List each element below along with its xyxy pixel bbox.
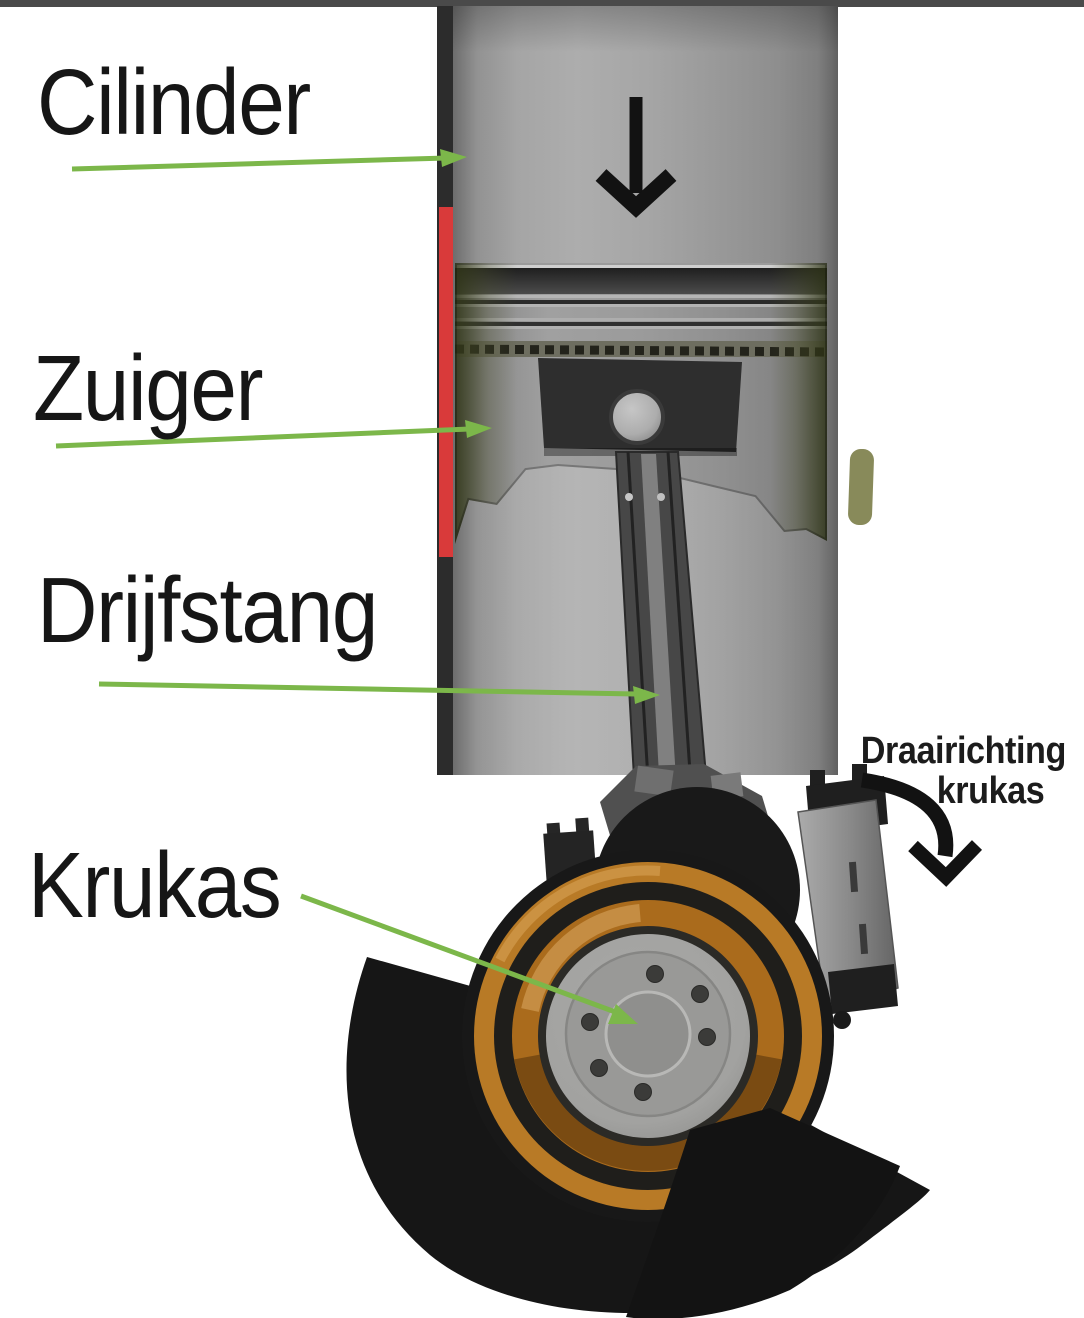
cylinder-top-shade xyxy=(437,6,838,52)
leader-head xyxy=(633,686,660,704)
crankshaft-label: Krukas xyxy=(28,833,282,937)
piston-top-highlight xyxy=(455,263,827,269)
crank-hub xyxy=(604,990,692,1078)
top-border-bar xyxy=(0,0,1084,7)
bolt-hole xyxy=(691,985,709,1003)
bearing-cap-bracket xyxy=(797,764,899,1029)
ring-land-highlight xyxy=(455,326,827,329)
bracket-slot xyxy=(858,923,869,955)
bolt-hole xyxy=(590,1059,608,1077)
rotation-caption-line2: krukas xyxy=(936,770,1045,812)
ring-land-highlight xyxy=(455,295,827,298)
lug-bolt xyxy=(575,817,590,833)
rod-cap-tab xyxy=(634,765,674,797)
leader-line xyxy=(300,893,619,1016)
wrist-pin xyxy=(609,389,665,445)
rotation-arrow-head xyxy=(908,840,983,887)
crank-counterweight-right xyxy=(626,1108,900,1318)
leader-head xyxy=(440,149,467,167)
bracket-knob xyxy=(833,1011,851,1029)
crankshaft-flywheel xyxy=(462,850,834,1222)
rod-bolt-glint xyxy=(625,493,633,501)
bracket-slot xyxy=(848,861,859,893)
bracket-bottom-lug xyxy=(828,964,898,1014)
connecting-rod-leader-arrow xyxy=(98,681,660,704)
rod-bolt-glint xyxy=(657,493,665,501)
ring-shadow-arc xyxy=(514,1054,782,1171)
ring-land-highlight xyxy=(455,304,827,307)
rotation-arrow-icon xyxy=(860,772,983,887)
ring-land-highlight xyxy=(455,318,827,321)
rod-highlight xyxy=(641,454,680,846)
leader-head xyxy=(465,420,492,438)
down-arrow-icon xyxy=(595,97,677,218)
connecting-rod-label: Drijfstang xyxy=(37,558,378,662)
leader-head xyxy=(608,1004,638,1024)
rotation-arrow-shaft xyxy=(860,772,954,858)
bracket-body xyxy=(797,799,899,1011)
rotation-caption: Draairichting krukas xyxy=(860,730,1067,812)
bolt-hole xyxy=(646,965,664,983)
bolt-hole xyxy=(698,1028,716,1046)
piston-leader-arrow xyxy=(55,420,492,449)
piston-right-shadow xyxy=(770,263,827,544)
ring-highlight-arc xyxy=(495,865,661,963)
flywheel-bolt-holes xyxy=(581,965,716,1101)
red-stripe xyxy=(439,207,453,557)
leader-line xyxy=(55,426,471,449)
leader-line xyxy=(98,681,638,697)
crankshaft-leader-arrow xyxy=(300,893,638,1024)
connecting-rod-render xyxy=(614,451,714,852)
piston-ring-groove-2 xyxy=(455,322,827,326)
piston-ring-groove-1 xyxy=(455,300,827,304)
ring-highlight-arc xyxy=(521,904,641,1013)
down-arrow-head xyxy=(595,169,677,218)
piston-label: Zuiger xyxy=(33,336,263,440)
cylinder-leader-arrow xyxy=(71,149,467,172)
olive-artifact xyxy=(848,448,874,526)
cylinder-label: Cilinder xyxy=(37,50,311,154)
leader-line xyxy=(71,155,448,172)
bolt-hole xyxy=(634,1083,652,1101)
bolt-hole xyxy=(581,1013,599,1031)
rotation-caption-line1: Draairichting xyxy=(860,730,1067,772)
